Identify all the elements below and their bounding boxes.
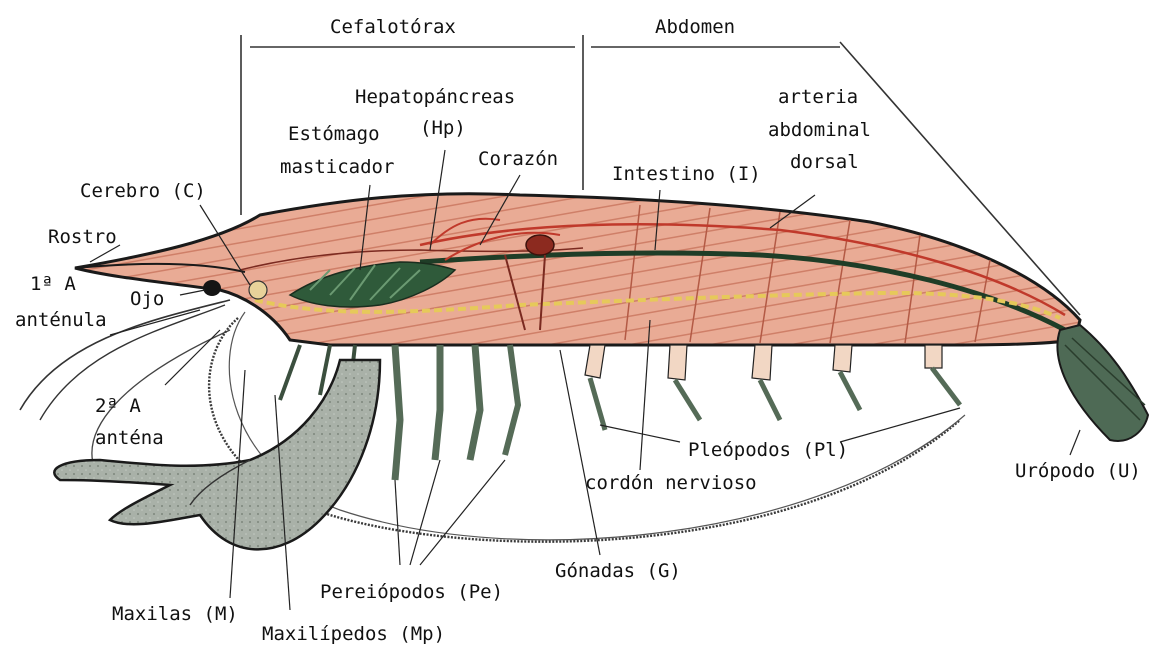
label-maxilas: Maxilas (M)	[112, 603, 238, 625]
label-antenula-1: 1ª A	[30, 273, 76, 295]
label-intestino: Intestino (I)	[612, 163, 761, 185]
label-cerebro: Cerebro (C)	[80, 180, 206, 202]
label-abdomen: Abdomen	[655, 16, 735, 38]
label-gonadas: Gónadas (G)	[555, 560, 681, 582]
label-pereiopodos: Pereiópodos (Pe)	[320, 581, 503, 603]
label-hepatopancreas-2: (Hp)	[420, 117, 466, 139]
label-antenula-2: anténula	[15, 309, 107, 331]
label-rostro: Rostro	[48, 226, 117, 248]
label-cefalotorax: Cefalotórax	[330, 16, 456, 38]
label-hepatopancreas-1: Hepatopáncreas	[355, 86, 515, 108]
label-maxilipedos: Maxilípedos (Mp)	[262, 623, 445, 645]
body	[75, 194, 1080, 345]
label-antena-1: 2ª A	[95, 395, 141, 417]
label-cordon: cordón nervioso	[585, 472, 757, 494]
claw	[54, 360, 380, 549]
label-ojo: Ojo	[130, 288, 164, 310]
label-arteria-3: dorsal	[790, 151, 859, 173]
label-arteria-1: arteria	[778, 86, 858, 108]
label-arteria-2: abdominal	[768, 119, 871, 141]
label-antena-2: anténa	[95, 427, 164, 449]
label-corazon: Corazón	[478, 148, 558, 170]
label-uropodo: Urópodo (U)	[1015, 460, 1141, 482]
label-estomago-1: Estómago	[288, 123, 380, 145]
uropod	[1057, 325, 1148, 441]
pleopods	[585, 345, 960, 430]
label-estomago-2: masticador	[280, 156, 394, 178]
label-pleopodos: Pleópodos (Pl)	[688, 439, 848, 461]
